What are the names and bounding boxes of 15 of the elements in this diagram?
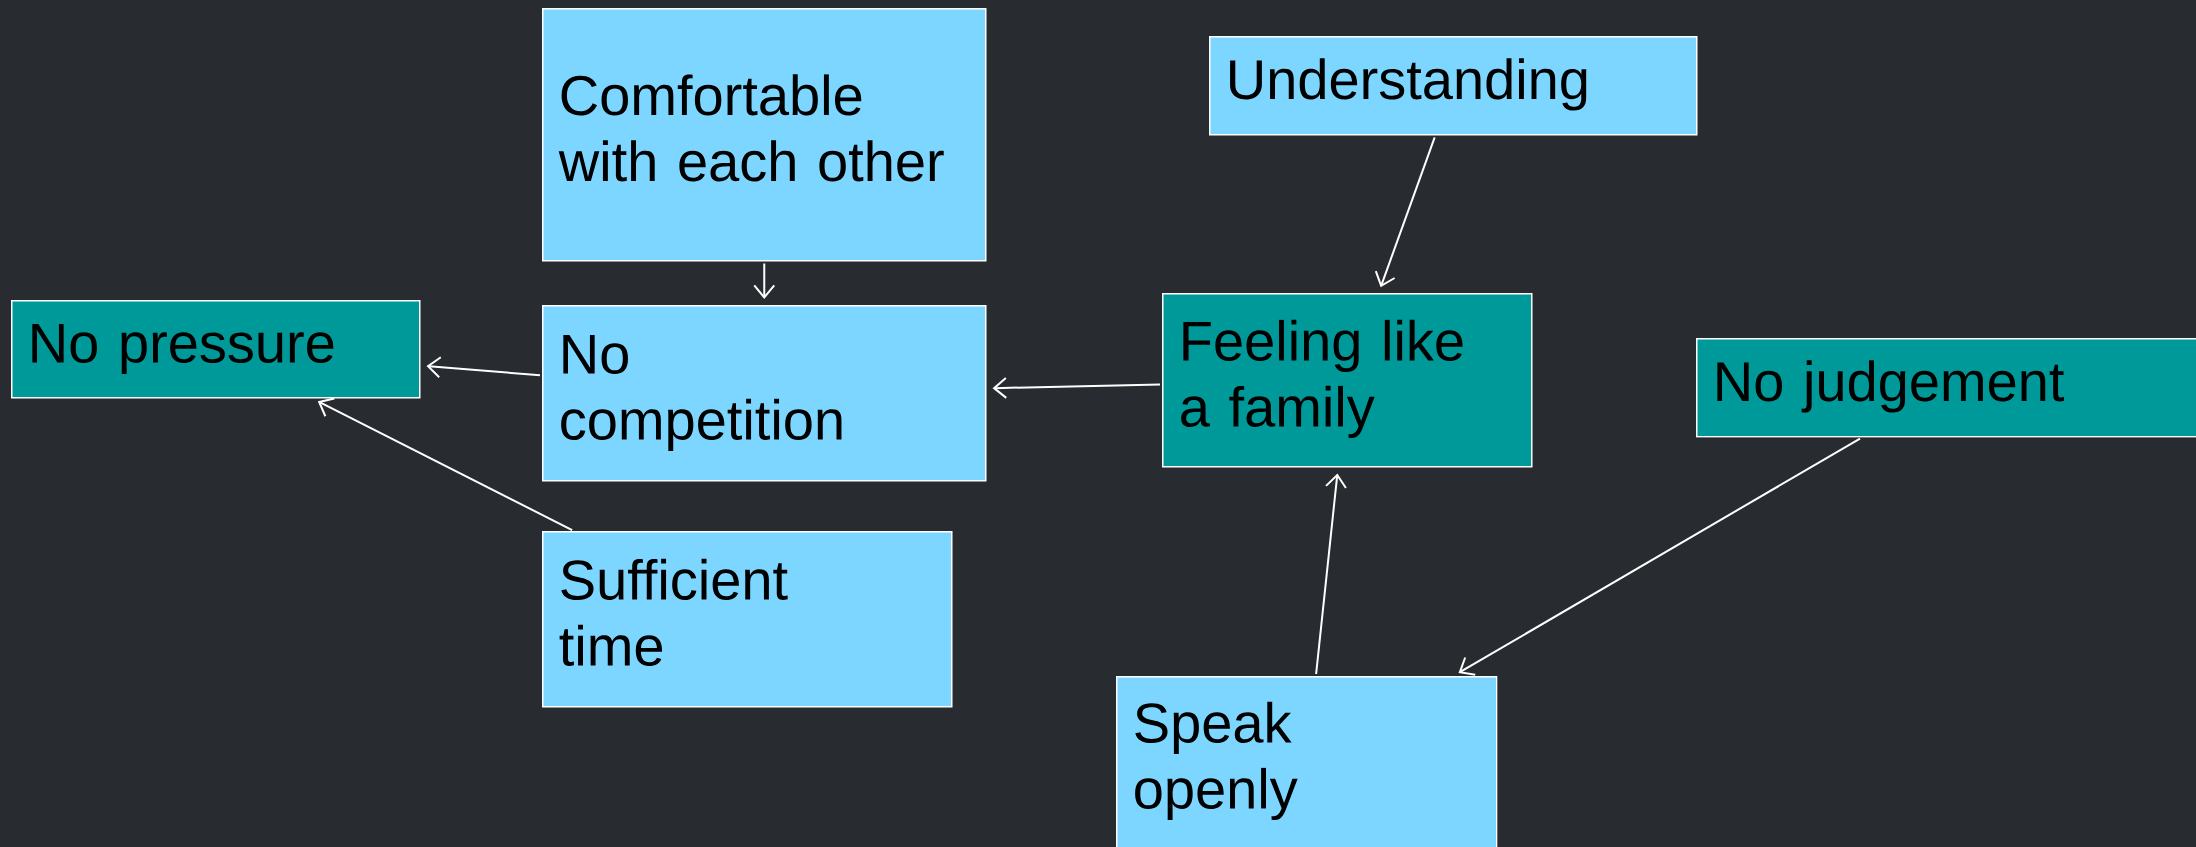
text-box: No competition: [542, 305, 987, 482]
arrow: [317, 397, 574, 532]
arrow: [1458, 437, 1861, 676]
arrow: [1374, 136, 1436, 288]
text-box: Sufficient time: [542, 531, 953, 708]
arrow: [1315, 473, 1347, 675]
text-box: No judgement: [1696, 338, 2196, 438]
arrow: [753, 262, 776, 299]
text-box: Comfortable with each other: [542, 8, 987, 262]
text-box: Feeling like a family: [1162, 293, 1533, 468]
arrow: [426, 356, 541, 379]
text-box: Speak openly: [1116, 676, 1498, 847]
arrow: [992, 376, 1161, 399]
text-box: Understanding: [1209, 36, 1698, 136]
text-box: No pressure: [11, 300, 421, 399]
